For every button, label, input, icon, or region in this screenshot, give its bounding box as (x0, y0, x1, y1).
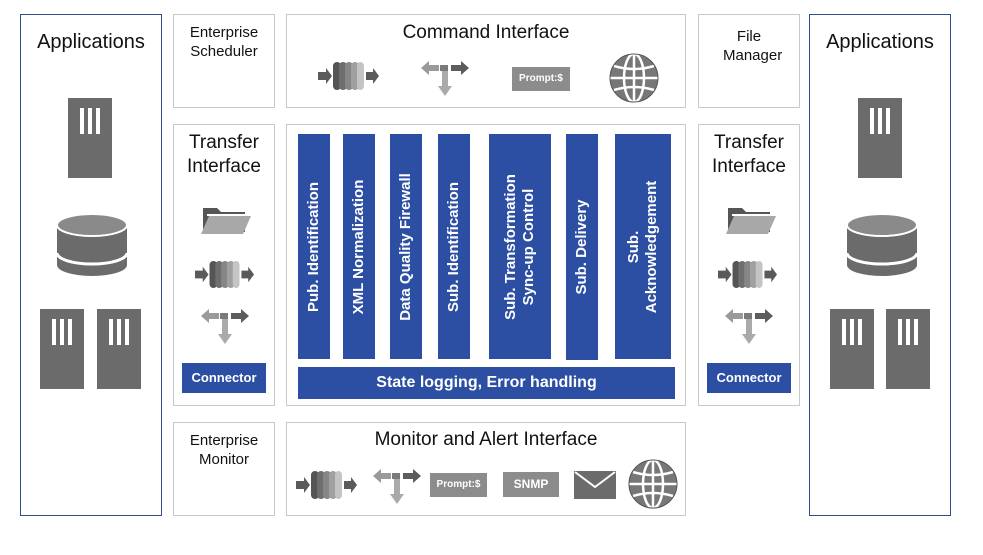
cylinder-queue-icon (318, 60, 380, 92)
connector-label: Connector (182, 363, 266, 393)
connector-label: Connector (707, 363, 791, 393)
database-icon (56, 213, 128, 277)
pipeline-stage-pub-identification: Pub. Identification (298, 134, 330, 359)
state-logging-bar: State logging, Error handling (298, 367, 675, 399)
snmp-badge: SNMP (503, 472, 559, 497)
applications-panel-left: Applications (20, 14, 162, 516)
server-icon (68, 98, 112, 178)
command-interface-title: Command Interface (402, 22, 570, 43)
server-icon (886, 309, 930, 389)
globe-icon (628, 459, 678, 509)
mail-icon (574, 471, 616, 499)
server-icon (858, 98, 902, 178)
monitor-alert-interface-title: Monitor and Alert Interface (374, 429, 598, 450)
enterprise-scheduler-title: Enterprise Scheduler (189, 24, 259, 60)
prompt-badge: Prompt:$ (512, 67, 570, 91)
exchange-arrows-icon (373, 466, 421, 506)
globe-icon (609, 53, 659, 103)
cylinder-queue-icon (718, 259, 778, 290)
folder-icon (724, 204, 776, 236)
pipeline-stage-sub-transformation: Sub. Transformation Sync-up Control (489, 134, 551, 359)
exchange-arrows-icon (421, 58, 469, 98)
enterprise-monitor-box: Enterprise Monitor (173, 422, 275, 516)
folder-icon (199, 204, 251, 236)
transfer-interface-title: Transfer Interface (187, 132, 261, 177)
exchange-arrows-icon (201, 306, 249, 346)
pipeline-stage-sub-delivery: Sub. Delivery (566, 134, 598, 360)
applications-title: Applications (826, 31, 934, 53)
pipeline-stage-sub-identification: Sub. Identification (438, 134, 470, 359)
file-manager-box: File Manager (698, 14, 800, 108)
server-icon (40, 309, 84, 389)
enterprise-monitor-title: Enterprise Monitor (189, 432, 259, 468)
cylinder-queue-icon (296, 469, 358, 501)
applications-title: Applications (37, 31, 145, 53)
command-interface-box: Command Interface Prompt:$ (286, 14, 686, 108)
transfer-interface-right: Transfer Interface Connector (698, 124, 800, 406)
pipeline-stage-sub-acknowledgement: Sub. Acknowledgement (615, 134, 671, 359)
exchange-arrows-icon (725, 306, 773, 346)
pipeline-stage-data-quality-firewall: Data Quality Firewall (390, 134, 422, 359)
database-icon (846, 213, 918, 277)
applications-panel-right: Applications (809, 14, 951, 516)
transfer-interface-left: Transfer Interface Connector (173, 124, 275, 406)
prompt-badge: Prompt:$ (430, 473, 487, 497)
file-manager-title: File Manager (723, 28, 783, 64)
server-icon (97, 309, 141, 389)
processing-pipeline-box: Pub. Identification XML Normalization Da… (286, 124, 686, 406)
server-icon (830, 309, 874, 389)
cylinder-queue-icon (195, 259, 255, 290)
monitor-alert-interface-box: Monitor and Alert Interface Prompt:$ SNM… (286, 422, 686, 516)
enterprise-scheduler-box: Enterprise Scheduler (173, 14, 275, 108)
pipeline-stage-xml-normalization: XML Normalization (343, 134, 375, 359)
transfer-interface-title: Transfer Interface (712, 132, 786, 177)
